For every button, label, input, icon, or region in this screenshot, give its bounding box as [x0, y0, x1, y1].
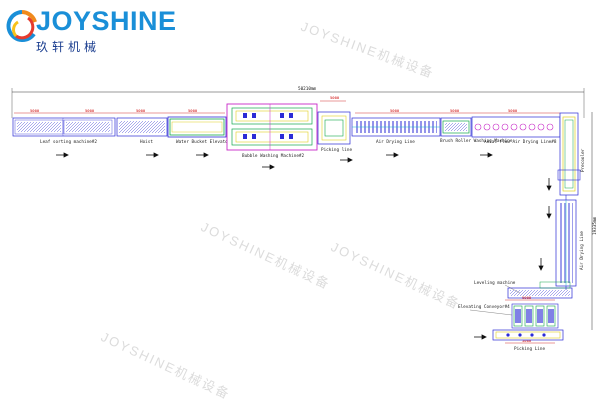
flow-arrow-icon: [386, 152, 399, 158]
watermark-text-1: JOYSHINE机械设备: [299, 19, 437, 81]
dim-4: 5000: [188, 108, 198, 113]
label-picking-line-bottom: Picking Line: [514, 346, 545, 352]
flow-arrow-icon: [474, 334, 487, 340]
label-picking-line-top: Picking line: [321, 147, 352, 153]
brand-logo-mark: [6, 10, 37, 42]
watermark-text-2: JOYSHINE机械设备: [199, 219, 333, 292]
flow-arrows: [56, 152, 552, 340]
bubble-washing-machine: Bubble Washing Machine#2: [226, 103, 318, 159]
flow-arrow-icon: [480, 152, 493, 158]
flow-arrow-icon: [546, 178, 552, 191]
section-dimensions: 5000 5000 5000 5000 5000 5000 5000 5000: [14, 95, 560, 114]
label-brush-roller: Brush Roller Washing Machine: [440, 138, 513, 144]
flow-arrow-icon: [546, 206, 552, 219]
air-drying-line-right: Air Drying Line: [555, 199, 585, 287]
label-bubble-washing: Bubble Washing Machine#2: [242, 153, 304, 159]
elevating-conveyor: Elevating Conveyor#4: [458, 303, 559, 329]
dim-8: 5000: [508, 108, 518, 113]
brand-name-text: JOYSHINE: [36, 6, 177, 36]
flow-arrow-icon: [56, 152, 69, 158]
overall-length-dimension: 50210mm: [11, 86, 585, 118]
dim-5: 5000: [330, 95, 340, 100]
brand-chinese-name: 玖轩机械: [36, 40, 101, 54]
dim-1: 5000: [30, 108, 40, 113]
label-air-drying-top: Air Drying Line: [376, 139, 415, 145]
dim-2: 5000: [85, 108, 95, 113]
label-leveling: Leveling machine: [474, 280, 516, 286]
picking-line-bottom: Picking Line: [492, 329, 564, 352]
dim-bottom-2: 5000: [522, 338, 532, 343]
hoist: Hoist: [116, 117, 168, 145]
overall-height-dimension: 19335mm: [591, 112, 598, 330]
water-bucket-elevator: Water Bucket Elevator: [167, 116, 231, 145]
axial-flow-air-drying-line: Axial flow Air Drying Line#8: [471, 116, 561, 145]
watermark-text-3: JOYSHINE机械设备: [329, 239, 463, 312]
label-leaf-sorting: Leaf sorting machine#2: [40, 139, 97, 145]
watermark-text-4: JOYSHINE机械设备: [99, 329, 233, 400]
leveling-machine: Leveling machine: [474, 280, 573, 299]
air-drying-line-top: Air Drying Line: [351, 117, 441, 145]
brand-name: JOYSHINE: [36, 6, 177, 37]
overall-height-label: 19335mm: [592, 216, 598, 235]
label-water-bucket-elevator: Water Bucket Elevator: [176, 139, 231, 145]
dim-3: 5000: [136, 108, 146, 113]
leaf-sorting-machine: Leaf sorting machine#2: [12, 117, 116, 145]
precooler: Precooler: [557, 112, 586, 196]
dim-6: 5000: [390, 108, 400, 113]
dim-bottom-1: 5000: [522, 295, 532, 300]
bottom-dimensions: 5000 5000: [505, 295, 555, 344]
label-air-drying-right: Air Drying Line: [579, 231, 585, 270]
flow-arrow-icon: [146, 152, 159, 158]
flow-arrow-icon: [262, 164, 275, 170]
label-elevating-conveyor: Elevating Conveyor#4: [458, 304, 510, 310]
label-precooler: Precooler: [580, 148, 586, 172]
brush-roller-washing-machine: Brush Roller Washing Machine: [440, 117, 513, 144]
label-axial-flow: Axial flow Air Drying Line#8: [484, 139, 557, 145]
flow-arrow-icon: [538, 258, 544, 271]
dim-7: 5000: [450, 108, 460, 113]
flow-arrow-icon: [196, 152, 209, 158]
flow-arrow-icon: [340, 157, 353, 163]
label-hoist: Hoist: [140, 139, 153, 145]
overall-length-label: 50210mm: [298, 86, 317, 92]
picking-line-top: Picking line: [317, 111, 352, 153]
